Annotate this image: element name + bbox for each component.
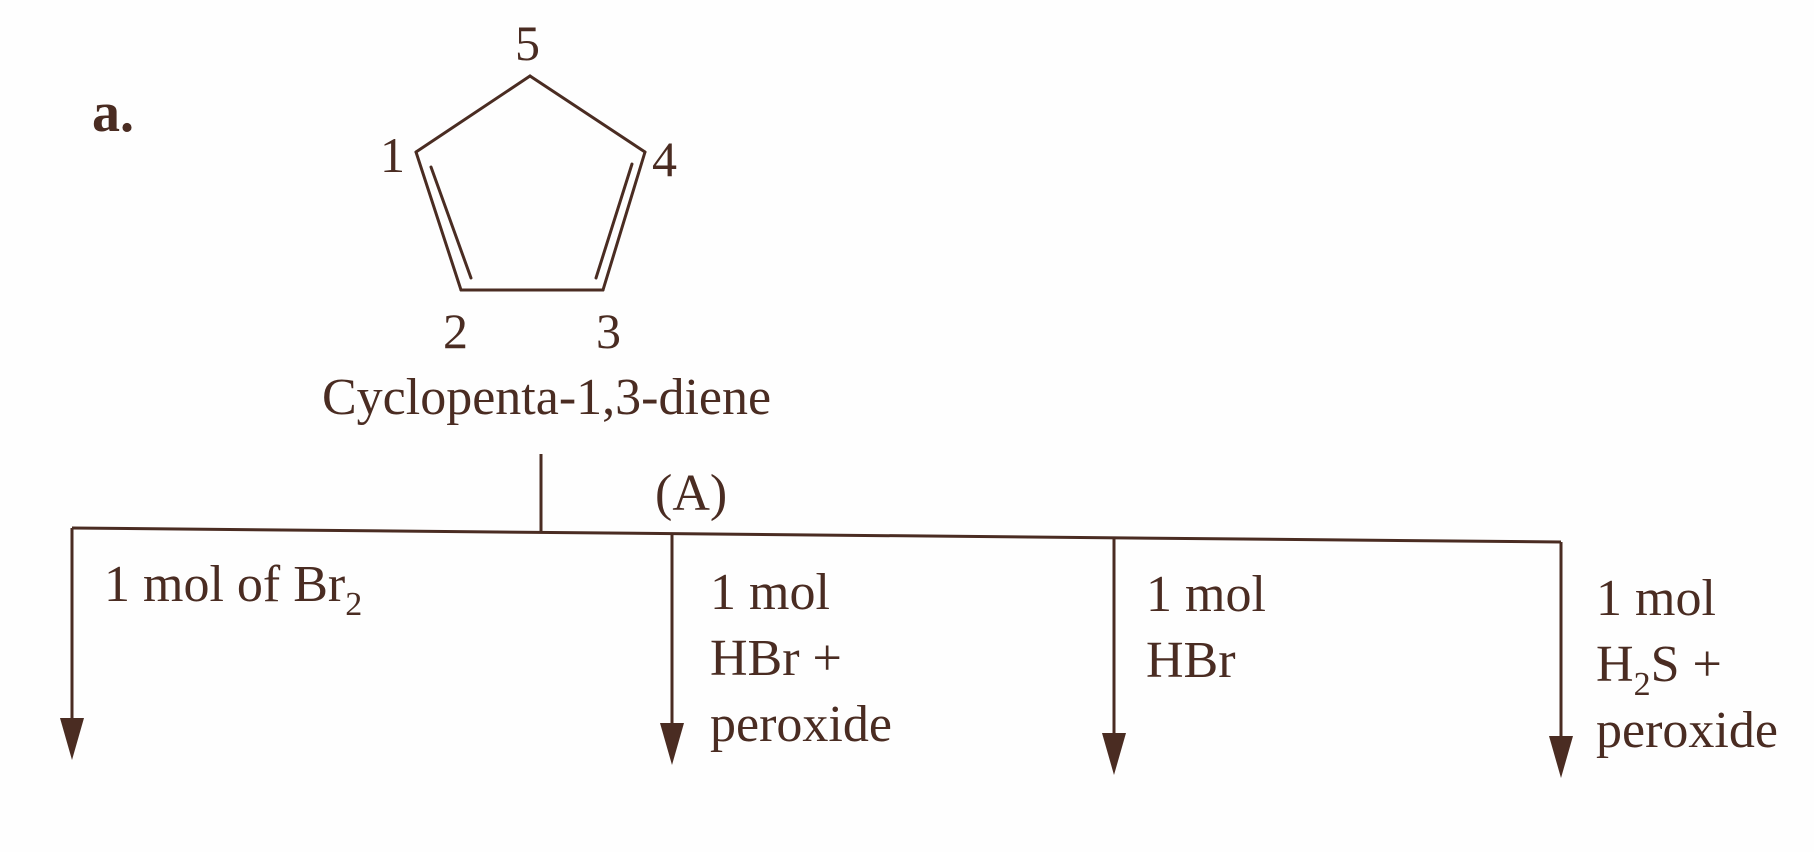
arrowhead-2	[660, 723, 684, 765]
branch-2-line-1: 1 mol	[710, 564, 830, 621]
double-bond-inner-c1-c2	[429, 165, 473, 280]
double-bond-inner-c3-c4	[594, 162, 634, 280]
horizontal-bar	[71, 526, 1562, 544]
part-label: a.	[92, 82, 134, 144]
branch-2-line-2: HBr +	[710, 630, 842, 687]
arrowheads	[60, 718, 1573, 778]
bond-c3-c4	[601, 150, 647, 292]
branch-3-conditions: 1 mol HBr	[1146, 562, 1266, 694]
arrowhead-1	[60, 718, 84, 760]
branch-4-line-1: 1 mol	[1596, 570, 1716, 627]
branch-4-line-2-pre: H	[1596, 636, 1634, 693]
branch-1-reagent: 1 mol of Br	[104, 556, 346, 613]
bond-c4-c5	[528, 74, 647, 154]
branch-1-reagent-subscript: 2	[345, 586, 363, 623]
bond-c1-c2	[414, 150, 463, 292]
branch-1-conditions: 1 mol of Br2	[104, 552, 362, 622]
arrowhead-4	[1549, 736, 1573, 778]
branch-3-line-1: 1 mol	[1146, 566, 1266, 623]
atom-label-3: 3	[596, 303, 621, 359]
bond-c5-c1	[414, 74, 532, 154]
molecule-name: Cyclopenta-1,3-diene	[322, 369, 772, 426]
atom-label-5: 5	[515, 15, 540, 71]
branch-3-line-2: HBr	[1146, 632, 1236, 689]
branch-2-line-3: peroxide	[710, 696, 892, 753]
branch-4-line-2-subscript: 2	[1633, 666, 1651, 703]
branch-tree	[70, 454, 1563, 748]
atom-label-1: 1	[380, 127, 405, 183]
branch-2-conditions: 1 mol HBr + peroxide	[710, 560, 892, 758]
cyclopentadiene-ring	[414, 74, 647, 292]
branch-4-conditions: 1 mol H2S + peroxide	[1596, 566, 1778, 764]
molecule-tag: (A)	[655, 465, 728, 522]
branch-4-line-3: peroxide	[1596, 702, 1778, 759]
atom-label-4: 4	[652, 131, 677, 187]
atom-label-2: 2	[443, 303, 468, 359]
branch-4-line-2-post: S +	[1650, 636, 1722, 693]
arrowhead-3	[1102, 733, 1126, 775]
